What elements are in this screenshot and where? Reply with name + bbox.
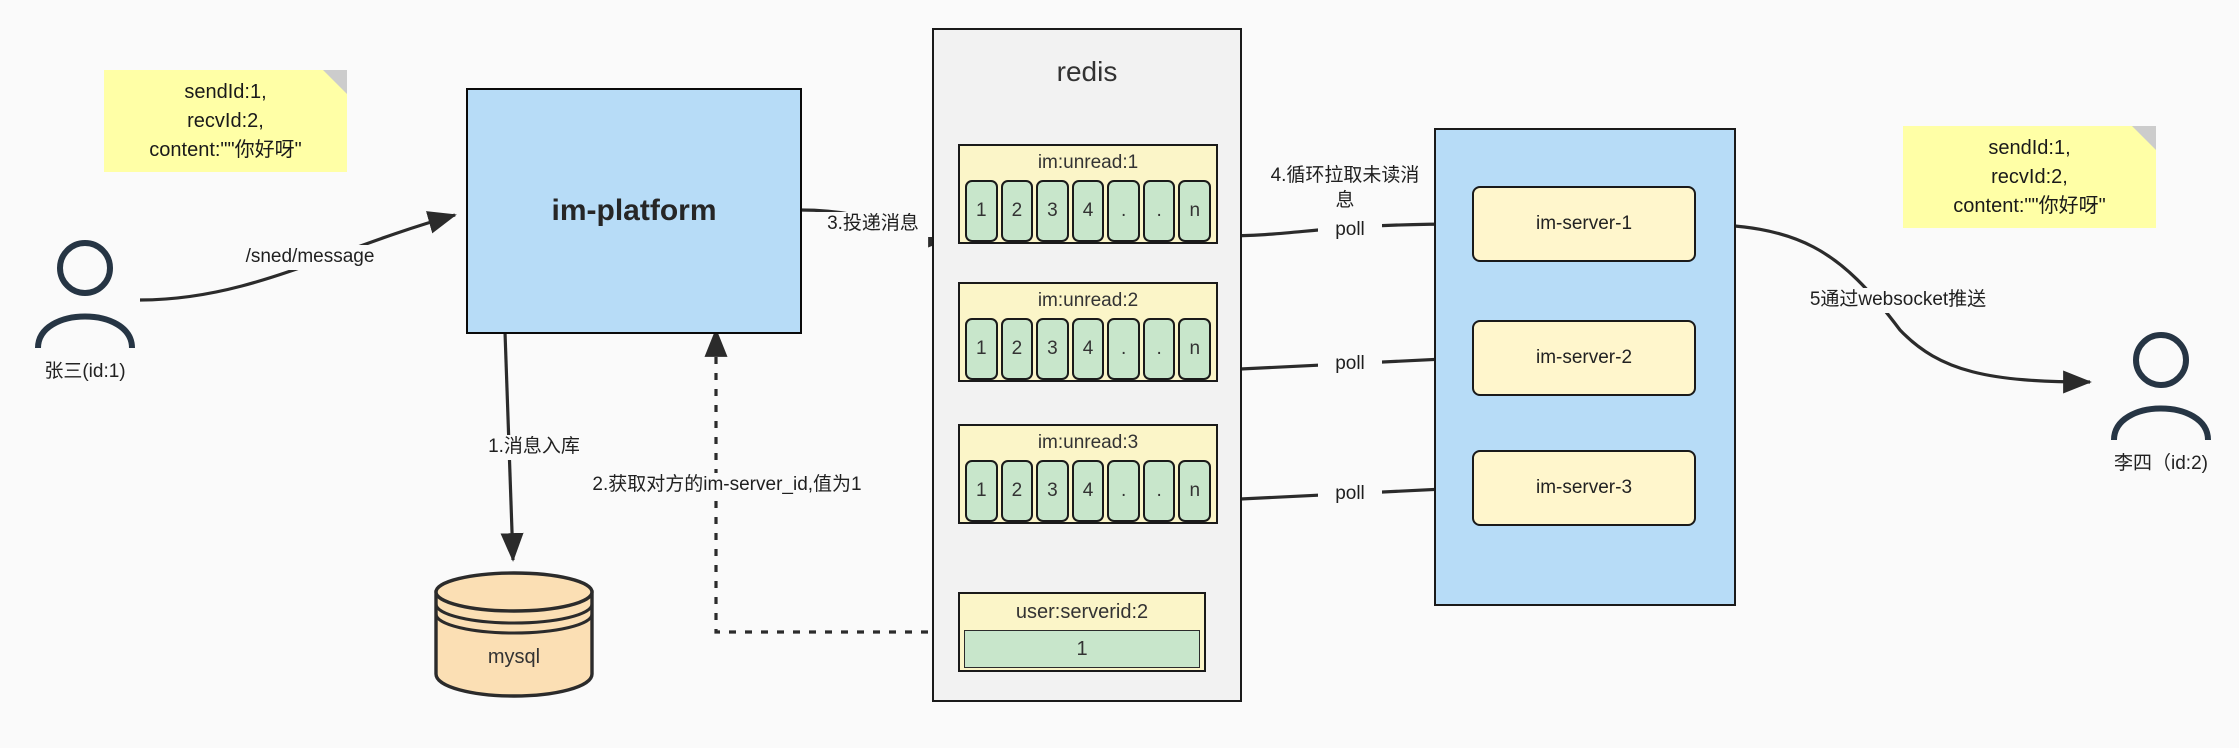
redis-cell: 2: [1000, 180, 1034, 242]
redis-cell: 2: [1000, 318, 1034, 380]
redis-cell: .: [1107, 180, 1140, 242]
note-sender-text: sendId:1, recvId:2, content:""你好呀": [149, 80, 302, 161]
redis-cell: 3: [1036, 180, 1069, 242]
redis-cell: 2: [1000, 460, 1034, 522]
redis-cell: .: [1107, 318, 1140, 380]
redis-cell: 1: [965, 318, 998, 380]
im-platform-label: im-platform: [551, 194, 717, 227]
redis-cell: 3: [1036, 460, 1069, 522]
redis-key-user-serverid-2[interactable]: user:serverid:2 1: [958, 592, 1206, 672]
redis-cell: .: [1142, 318, 1176, 380]
redis-cell-row: 1 2 3 4 . . n: [960, 318, 1216, 380]
note-fold-icon: [323, 70, 347, 94]
redis-kv-value: 1: [964, 630, 1200, 668]
redis-key-name: im:unread:2: [1037, 290, 1139, 311]
redis-kv-name: user:serverid:2: [1015, 600, 1149, 623]
redis-cell: 1: [965, 460, 998, 522]
note-receiver-text: sendId:1, recvId:2, content:""你好呀": [1953, 136, 2106, 217]
redis-cell: 4: [1071, 180, 1105, 242]
redis-cell: 4: [1071, 318, 1105, 380]
redis-key-name: im:unread:1: [1037, 152, 1139, 173]
redis-cell: n: [1178, 460, 1212, 522]
redis-key-im-unread-2[interactable]: im:unread:2 1 2 3 4 . . n: [958, 282, 1218, 382]
redis-cell: n: [1178, 180, 1212, 242]
redis-cell: n: [1178, 318, 1212, 380]
database-icon: [434, 571, 594, 698]
redis-cell: 4: [1071, 460, 1105, 522]
edge-label-step5: 5通过websocket推送: [1786, 288, 2010, 313]
redis-cell-row: 1 2 3 4 . . n: [960, 460, 1216, 522]
im-platform-box[interactable]: im-platform: [466, 88, 802, 334]
redis-cell: .: [1142, 460, 1176, 522]
edge-label-step2: 2.获取对方的im-server_id,值为1: [570, 473, 884, 498]
redis-key-im-unread-3[interactable]: im:unread:3 1 2 3 4 . . n: [958, 424, 1218, 524]
mysql-database[interactable]: mysql: [430, 568, 598, 698]
sender-avatar: [35, 240, 135, 349]
im-server-3-box[interactable]: im-server-3: [1472, 450, 1696, 526]
im-server-2-label: im-server-2: [1535, 347, 1633, 368]
redis-title: redis: [1056, 56, 1118, 87]
redis-cell: .: [1142, 180, 1176, 242]
redis-cell: 3: [1036, 318, 1069, 380]
edge-label-poll-2: poll: [1318, 352, 1382, 377]
im-server-2-box[interactable]: im-server-2: [1472, 320, 1696, 396]
redis-key-im-unread-1[interactable]: im:unread:1 1 2 3 4 . . n: [958, 144, 1218, 244]
edge-label-step3: 3.投递消息: [806, 212, 940, 237]
note-receiver-payload: sendId:1, recvId:2, content:""你好呀": [1903, 126, 2156, 228]
note-sender-payload: sendId:1, recvId:2, content:""你好呀": [104, 70, 347, 172]
redis-cell: .: [1107, 460, 1140, 522]
edge-label-send-message: /sned/message: [228, 245, 392, 270]
im-server-1-label: im-server-1: [1535, 213, 1633, 234]
edge-label-step1: 1.消息入库: [452, 435, 616, 460]
receiver-avatar: [2111, 332, 2211, 441]
im-server-3-label: im-server-3: [1535, 477, 1633, 498]
sender-label: 张三(id:1): [44, 361, 126, 382]
edge-label-poll-3: poll: [1318, 482, 1382, 507]
redis-cell-row: 1 2 3 4 . . n: [960, 180, 1216, 242]
mysql-label: mysql: [487, 646, 541, 668]
im-server-1-box[interactable]: im-server-1: [1472, 186, 1696, 262]
edge-label-step4: 4.循环拉取未读消 息: [1253, 164, 1437, 214]
redis-key-name: im:unread:3: [1037, 432, 1139, 453]
redis-cell: 1: [965, 180, 998, 242]
receiver-label: 李四（id:2): [2114, 453, 2208, 474]
edge-label-poll-1: poll: [1318, 218, 1382, 243]
note-fold-icon: [2132, 126, 2156, 150]
